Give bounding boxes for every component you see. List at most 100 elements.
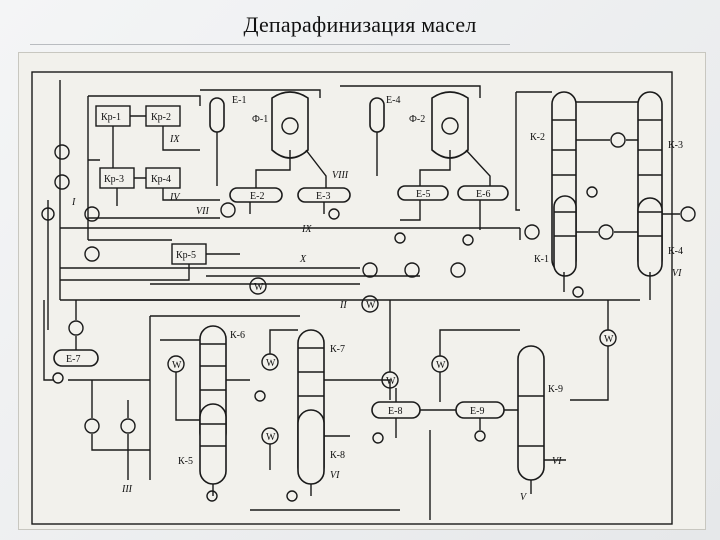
k7-label: К-7 xyxy=(330,344,345,355)
tank-e4 xyxy=(369,97,385,133)
pump-icon xyxy=(286,490,298,502)
filter-f2 xyxy=(431,91,469,159)
column-tray-lines xyxy=(298,347,324,397)
pump-icon xyxy=(52,372,64,384)
cooler-glyph: W xyxy=(172,360,182,371)
stream-label-V: V xyxy=(520,492,528,503)
column-tray-lines xyxy=(200,343,226,391)
k9-piping xyxy=(389,300,566,520)
column-tray-lines xyxy=(518,395,544,447)
pump-icon xyxy=(572,286,584,298)
heat-exchanger-icon xyxy=(598,224,614,240)
heat-exchanger-icon xyxy=(450,262,466,278)
stream-label-IX-top: IX xyxy=(169,134,180,145)
process-header-lines xyxy=(60,227,640,301)
heat-exchanger-icon xyxy=(680,206,696,222)
heat-exchanger-icon xyxy=(84,246,100,262)
cooler-w-icon xyxy=(249,277,267,295)
k4-label: К-4 xyxy=(668,246,683,257)
cooler-glyph: W xyxy=(604,334,614,345)
column-k4 xyxy=(637,197,663,277)
stream-label-IX: IX xyxy=(301,224,312,235)
pump-icon xyxy=(462,234,474,246)
e8-label: Е-8 xyxy=(388,406,402,417)
cooler-glyph: W xyxy=(436,360,446,371)
column-tray-lines xyxy=(200,423,226,447)
stream-label-II: II xyxy=(339,300,347,311)
pump-icon xyxy=(474,430,486,442)
pump-icon xyxy=(394,232,406,244)
column-k9 xyxy=(517,345,545,481)
stream-label-VI-right: VI xyxy=(672,268,682,279)
heat-exchanger-icon xyxy=(404,262,420,278)
k9-label: К-9 xyxy=(548,384,563,395)
k2-label: К-2 xyxy=(530,132,545,143)
stream-label-VII: VII xyxy=(196,206,209,217)
cooler-glyph: W xyxy=(266,432,276,443)
stream-label-VIII: VIII xyxy=(332,170,349,181)
cooler-piping xyxy=(570,300,609,401)
heat-exchanger-icon xyxy=(220,202,236,218)
filter-f1 xyxy=(271,91,309,159)
pump-icon xyxy=(206,490,218,502)
kr4-label: Кр-4 xyxy=(151,174,171,185)
k6-label: К-6 xyxy=(230,330,245,341)
k3-label: К-3 xyxy=(668,140,683,151)
f1-label: Ф-1 xyxy=(252,114,268,125)
column-k8 xyxy=(297,409,325,485)
stream-label-IV: IV xyxy=(169,192,181,203)
heat-exchanger-icon xyxy=(120,418,136,434)
e4-label: Е-4 xyxy=(386,95,400,106)
k1-label: К-1 xyxy=(534,254,549,265)
kr5-label: Кр-5 xyxy=(176,250,196,261)
crystallizer-piping xyxy=(60,95,240,281)
e6-label: Е-6 xyxy=(476,189,490,200)
k7-k8-piping xyxy=(250,329,400,511)
heat-exchanger-icon xyxy=(610,132,626,148)
slide-title: Депарафинизация масел xyxy=(243,12,477,37)
cooler-glyph: W xyxy=(254,282,264,293)
k5-k6-piping xyxy=(149,315,300,496)
heat-exchanger-icon xyxy=(524,224,540,240)
cooler-w-icon xyxy=(361,295,379,313)
kr1-label: Кр-1 xyxy=(101,112,121,123)
pump-icon xyxy=(328,208,340,220)
tank-e5 xyxy=(397,185,449,201)
e7-label: Е-7 xyxy=(66,354,80,365)
tank-e1 xyxy=(209,97,225,133)
column-tray-lines xyxy=(552,119,576,176)
k8-label: К-8 xyxy=(330,450,345,461)
e3-label: Е-3 xyxy=(316,191,330,202)
stream-label-X: X xyxy=(299,254,307,265)
heat-exchanger-icon xyxy=(84,206,100,222)
pump-icon xyxy=(254,390,266,402)
e2-label: Е-2 xyxy=(250,191,264,202)
filter1-piping xyxy=(200,89,327,214)
column-k5 xyxy=(199,403,227,485)
cooler-glyph: W xyxy=(266,358,276,369)
pump-icon xyxy=(586,186,598,198)
column-tray-lines xyxy=(638,119,662,176)
filter-drum-icon xyxy=(281,117,299,135)
e5-label: Е-5 xyxy=(416,189,430,200)
pump-icon xyxy=(372,432,384,444)
column-tray-lines xyxy=(638,211,662,237)
heat-exchanger-icon xyxy=(84,418,100,434)
tank-e6 xyxy=(457,185,509,201)
diagram-frame xyxy=(31,71,673,525)
kr2-label: Кр-2 xyxy=(151,112,171,123)
heat-exchanger-icon xyxy=(54,174,70,190)
heat-exchanger-icon xyxy=(68,320,84,336)
filter-drum-icon xyxy=(441,117,459,135)
k5-label: К-5 xyxy=(178,456,193,467)
heat-exchanger-icon xyxy=(362,262,378,278)
column-tray-lines xyxy=(554,211,576,237)
filter2-piping xyxy=(340,85,491,230)
e9-label: Е-9 xyxy=(470,406,484,417)
stream-label-VI-mid: VI xyxy=(330,470,340,481)
cooler-glyph: W xyxy=(366,300,376,311)
stream-label-VI-bottom: VI xyxy=(552,456,562,467)
title-underline xyxy=(30,44,510,45)
kr3-label: Кр-3 xyxy=(104,174,124,185)
